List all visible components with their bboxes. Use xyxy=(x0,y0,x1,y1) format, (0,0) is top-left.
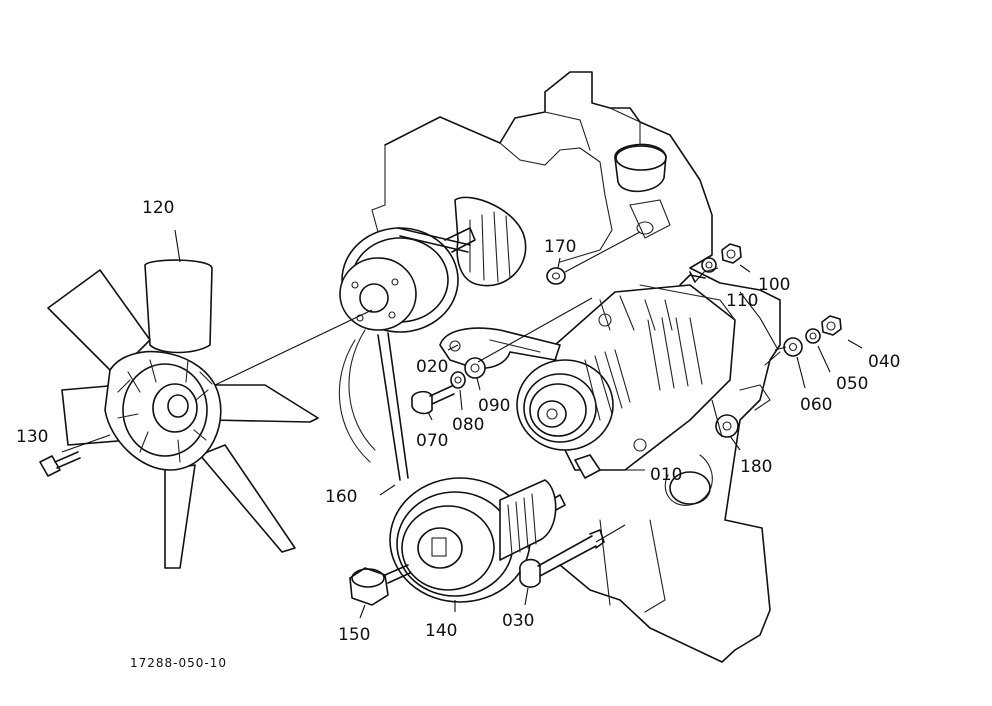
washer-180 xyxy=(715,414,739,438)
callout-150: 150 xyxy=(338,625,370,645)
callout-080: 080 xyxy=(452,415,484,435)
nut-100 xyxy=(721,243,742,264)
callout-180: 180 xyxy=(740,457,772,477)
figure-id: 17288-050-10 xyxy=(130,656,227,670)
cooling-fan xyxy=(47,259,319,569)
callout-130: 130 xyxy=(16,427,48,447)
water-pump-pulley xyxy=(339,196,527,333)
adjust-bolt xyxy=(411,385,455,415)
callout-170: 170 xyxy=(544,237,576,257)
callout-090: 090 xyxy=(478,396,510,416)
crankshaft-pulley xyxy=(389,477,557,603)
callout-140: 140 xyxy=(425,621,457,641)
washer-170 xyxy=(546,267,566,285)
callout-100: 100 xyxy=(758,275,790,295)
washer-060 xyxy=(783,337,803,357)
leader-lines xyxy=(61,229,863,619)
washer-050 xyxy=(805,328,821,344)
nut-040 xyxy=(821,315,842,336)
fan-bolt xyxy=(39,451,81,477)
alternator xyxy=(516,271,781,479)
washer-090 xyxy=(464,357,486,379)
callout-040: 040 xyxy=(868,352,900,372)
callout-010: 010 xyxy=(650,465,682,485)
callout-020: 020 xyxy=(416,357,448,377)
callout-160: 160 xyxy=(325,487,357,507)
callout-070: 070 xyxy=(416,431,448,451)
engine-block xyxy=(338,71,781,663)
callout-030: 030 xyxy=(502,611,534,631)
crank-pulley-bolt xyxy=(349,564,411,606)
callout-060: 060 xyxy=(800,395,832,415)
callout-labels: 010 020 030 040 050 060 070 080 090 100 … xyxy=(16,198,900,645)
callout-050: 050 xyxy=(836,374,868,394)
long-bolt xyxy=(519,529,605,588)
washer-080 xyxy=(450,371,466,389)
washer-110 xyxy=(701,257,717,273)
callout-110: 110 xyxy=(726,291,758,311)
adjust-bracket xyxy=(439,327,561,369)
callout-120: 120 xyxy=(142,198,174,218)
